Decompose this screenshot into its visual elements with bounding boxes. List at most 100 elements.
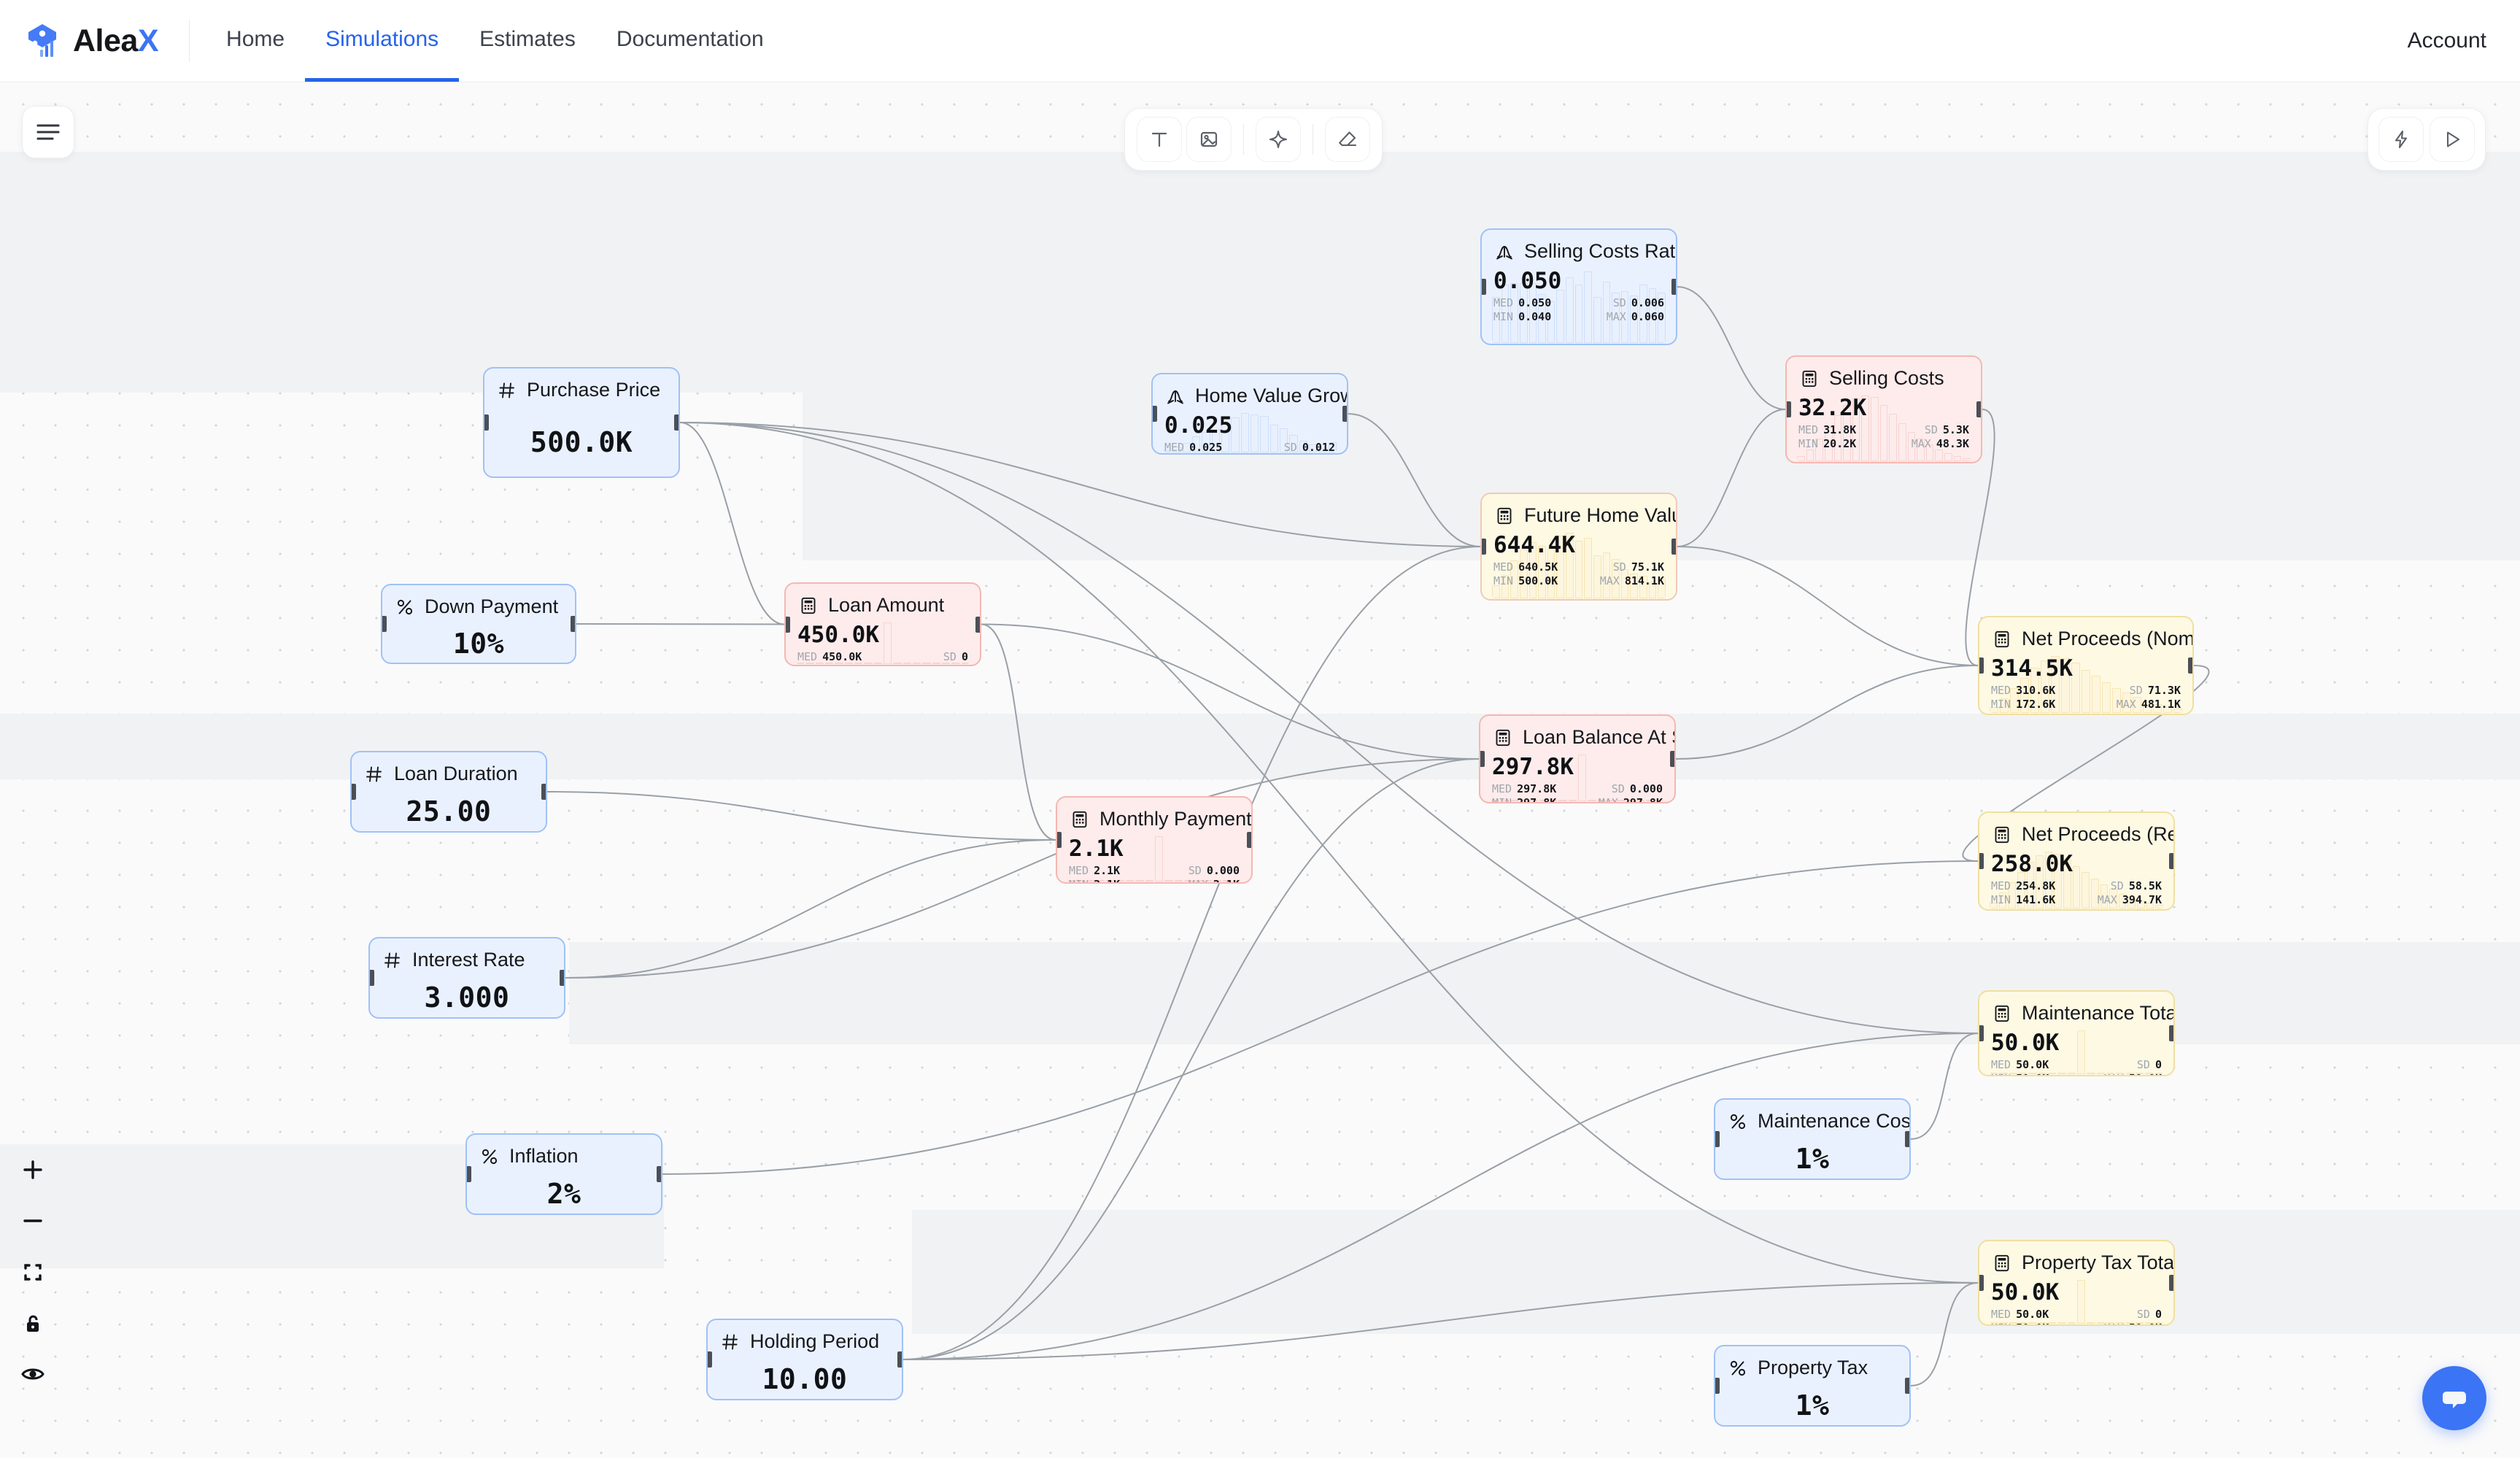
node-output-handle[interactable] <box>1670 751 1674 767</box>
graph-node-net-proceeds-real[interactable]: Net Proceeds (Real)258.0KMED254.8KSD58.5… <box>1978 811 2175 911</box>
ai-assist-tool[interactable] <box>1256 117 1301 162</box>
node-output-handle[interactable] <box>2188 657 2192 674</box>
histogram-bar <box>2067 1322 2076 1324</box>
node-title-label: Selling Costs <box>1829 367 1944 389</box>
visibility-toggle-button[interactable] <box>12 1357 53 1391</box>
node-output-handle[interactable] <box>541 784 546 800</box>
node-input-handle[interactable] <box>1979 1025 1984 1041</box>
node-output-handle[interactable] <box>560 970 564 986</box>
histogram-bar <box>1501 574 1510 598</box>
node-output-handle[interactable] <box>2169 853 2173 869</box>
node-output-handle[interactable] <box>1671 539 1676 555</box>
lock-toggle-button[interactable] <box>12 1306 53 1340</box>
graph-node-monthly-payment[interactable]: Monthly Payment2.1KMED2.1KSD0.000MIN2.1K… <box>1056 796 1253 884</box>
brand-name-main: Alea <box>73 23 138 58</box>
graph-node-net-proceeds-nominal[interactable]: Net Proceeds (Nominal)314.5KMED310.6KSD7… <box>1978 616 2194 715</box>
histogram-bar <box>1824 427 1833 461</box>
histogram-bar <box>2087 1322 2095 1324</box>
histogram-bar <box>2017 872 2025 909</box>
histogram-bar <box>2137 900 2145 909</box>
histogram-bar <box>1135 880 1144 882</box>
node-output-handle[interactable] <box>2169 1025 2173 1041</box>
node-title-label: Loan Duration <box>394 763 518 784</box>
node-input-handle[interactable] <box>708 1351 712 1368</box>
image-tool[interactable] <box>1186 117 1232 162</box>
hash-icon <box>384 952 400 968</box>
node-input-handle[interactable] <box>1480 751 1485 767</box>
node-input-handle[interactable] <box>1153 406 1157 422</box>
nav-item-home[interactable]: Home <box>226 26 285 51</box>
node-input-handle[interactable] <box>786 616 790 633</box>
graph-node-loan-balance-at-sell[interactable]: Loan Balance At Sell297.8KMED297.8KSD0.0… <box>1479 714 1676 803</box>
node-output-handle[interactable] <box>1976 401 1981 417</box>
node-input-handle[interactable] <box>352 784 356 800</box>
node-input-handle[interactable] <box>467 1166 471 1182</box>
node-input-handle[interactable] <box>382 616 387 632</box>
eraser-tool[interactable] <box>1325 117 1370 162</box>
nav-item-simulations[interactable]: Simulations <box>305 0 460 82</box>
graph-node-home-value-growth[interactable]: Home Value Growth0.025MED0.025SD0.012MIN… <box>1151 373 1348 455</box>
node-output-handle[interactable] <box>897 1351 902 1368</box>
node-output-handle[interactable] <box>1905 1131 1909 1147</box>
histogram-bar <box>2154 1073 2163 1074</box>
node-input-handle[interactable] <box>1979 853 1984 869</box>
node-output-handle[interactable] <box>674 414 679 431</box>
graph-node-loan-amount[interactable]: Loan Amount450.0KMED450.0KSD0MIN450.0KMA… <box>784 582 981 666</box>
node-input-handle[interactable] <box>1979 1275 1984 1291</box>
play-icon <box>2446 131 2460 147</box>
node-input-handle[interactable] <box>1715 1131 1720 1147</box>
text-tool[interactable] <box>1137 117 1182 162</box>
account-menu[interactable]: Account <box>2407 28 2486 53</box>
run-simulation-button[interactable] <box>2430 117 2475 162</box>
brand-logo-group[interactable]: AleaX <box>0 20 190 62</box>
graph-node-property-tax-total[interactable]: Property Tax Total50.0KMED50.0KSD0MIN50.… <box>1978 1240 2175 1326</box>
quick-run-button[interactable] <box>2378 117 2424 162</box>
nav-item-documentation[interactable]: Documentation <box>616 26 764 51</box>
node-value: 3.000 <box>424 981 510 1014</box>
fit-view-button[interactable] <box>12 1255 53 1289</box>
node-input-handle[interactable] <box>1482 539 1486 555</box>
node-input-handle[interactable] <box>484 414 489 431</box>
percent-icon <box>397 599 413 614</box>
zoom-in-button[interactable] <box>12 1153 53 1187</box>
node-title: Property Tax Total <box>1979 1241 2173 1280</box>
nav-item-estimates[interactable]: Estimates <box>479 26 576 51</box>
histogram-bar <box>1539 800 1547 801</box>
histogram-bar <box>1077 880 1086 882</box>
canvas-menu-button[interactable] <box>22 106 74 158</box>
zoom-out-button[interactable] <box>12 1204 53 1238</box>
node-output-handle[interactable] <box>1342 406 1347 422</box>
node-output-handle[interactable] <box>1247 832 1251 848</box>
node-input-handle[interactable] <box>1057 832 1062 848</box>
histogram-bar <box>2076 1030 2086 1074</box>
node-input-handle[interactable] <box>1979 657 1984 674</box>
node-input-handle[interactable] <box>370 970 374 986</box>
node-output-handle[interactable] <box>657 1166 661 1182</box>
histogram-bar <box>1125 880 1135 882</box>
graph-node-maintenance-total[interactable]: Maintenance Total50.0KMED50.0KSD0MIN50.0… <box>1978 990 2175 1076</box>
node-output-handle[interactable] <box>1671 279 1676 295</box>
node-output-handle[interactable] <box>975 616 980 633</box>
node-output-handle[interactable] <box>571 616 575 632</box>
node-output-handle[interactable] <box>1905 1378 1909 1394</box>
node-input-handle[interactable] <box>1715 1378 1720 1394</box>
node-input-handle[interactable] <box>1787 401 1791 417</box>
histogram-bar <box>1183 880 1193 882</box>
node-output-handle[interactable] <box>2169 1275 2173 1291</box>
chat-fab[interactable] <box>2422 1366 2486 1430</box>
histogram-bar <box>1602 282 1611 343</box>
node-input-handle[interactable] <box>1482 279 1486 295</box>
histogram-bar <box>1558 800 1567 801</box>
